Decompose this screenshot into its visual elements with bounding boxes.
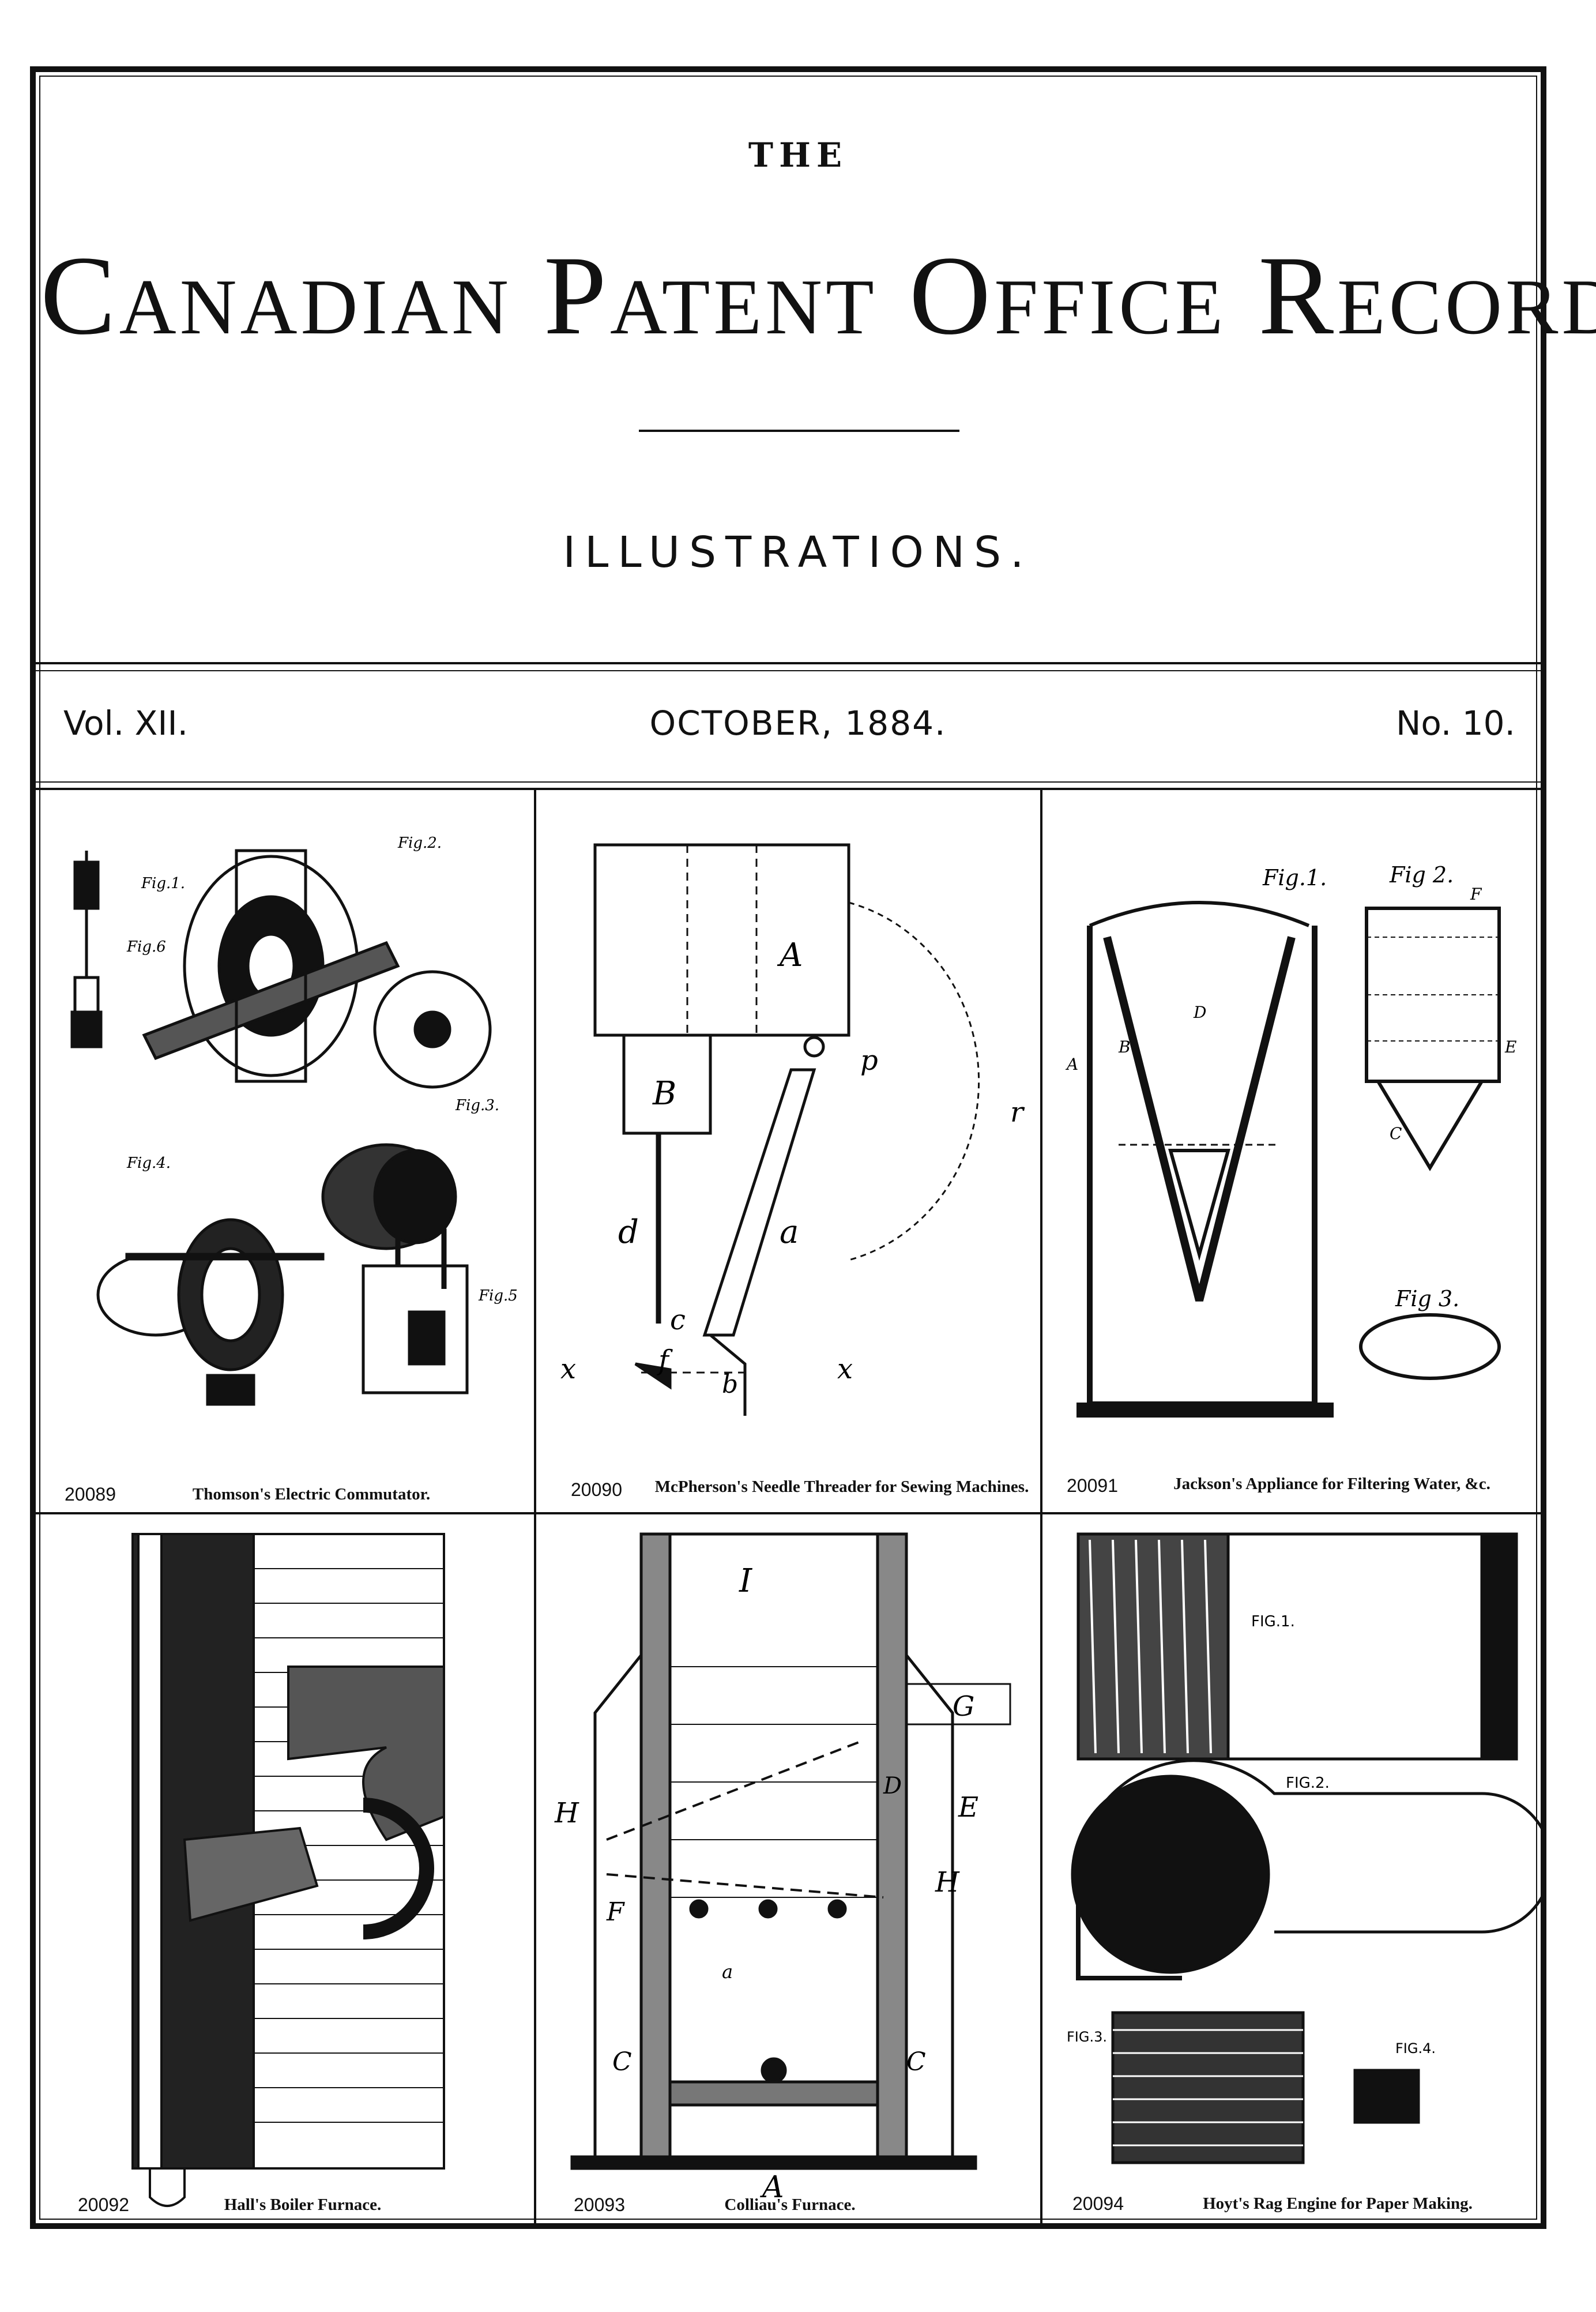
patent-number: 20092 — [78, 2194, 129, 2215]
fig-label: FIG.4. — [1395, 2040, 1436, 2057]
fig-label: G — [953, 1690, 974, 1723]
fig-label: B — [652, 1075, 676, 1112]
panel-20092 — [40, 1517, 530, 2220]
patent-number: 20089 — [65, 1484, 116, 1505]
panel-20091: Fig.1. Fig 2. Fig 3. A B D E C F — [1044, 793, 1541, 1508]
section-heading: ILLUSTRATIONS. — [563, 528, 1033, 577]
patent-title: Hoyt's Rag Engine for Paper Making. — [1203, 2194, 1473, 2213]
volume-label: Vol. XII. — [63, 704, 189, 743]
fig-label: Fig.1. — [1262, 865, 1327, 890]
fig-label: a — [722, 1961, 733, 1983]
fig-label: D — [1193, 1003, 1206, 1022]
fig-label: E — [958, 1791, 978, 1824]
fig-label: Fig 2. — [1389, 862, 1454, 888]
patent-number: 20091 — [1067, 1475, 1118, 1496]
patent-number: 20090 — [571, 1479, 622, 1500]
fig-label: C — [906, 2047, 926, 2077]
fig-label: Fig.3. — [455, 1097, 499, 1114]
grid-divider-vertical-1 — [534, 790, 536, 2224]
fig-label: p — [860, 1044, 878, 1077]
fig-label: H — [554, 1797, 579, 1829]
fig-label: Fig 3. — [1395, 1286, 1459, 1311]
colliau-furnace-illustration: I G H H D E F C C A a — [554, 1532, 1011, 2205]
fig-label: A — [1065, 1055, 1078, 1074]
fig-label: Fig.1. — [141, 875, 185, 892]
header-rule-top — [36, 662, 1541, 664]
needle-threader-illustration: A B p r a d c f b x x — [560, 843, 1025, 1416]
fig-label: D — [883, 1773, 902, 1799]
issue-date: OCTOBER, 1884. — [649, 704, 947, 743]
fig-label: r — [1010, 1096, 1025, 1129]
masthead-title: Canadian Patent Office Record. — [40, 233, 1596, 358]
boiler-furnace-illustration — [131, 1533, 445, 2207]
fig-label: Fig.2. — [397, 834, 442, 852]
rag-engine-illustration: FIG.1. FIG.2. FIG.3. FIG.4. — [1067, 1532, 1541, 2164]
grid-divider-horizontal — [36, 1512, 1541, 1514]
panel-20094: FIG.1. FIG.2. FIG.3. FIG.4. — [1044, 1517, 1541, 2220]
fig-label: A — [777, 937, 803, 974]
fig-label: c — [670, 1304, 686, 1336]
patent-title: McPherson's Needle Threader for Sewing M… — [654, 1478, 1029, 1496]
fig-label: Fig.6 — [126, 938, 166, 956]
fig-label: FIG.1. — [1251, 1613, 1295, 1630]
fig-label: a — [780, 1213, 799, 1251]
fig-label: H — [935, 1866, 960, 1899]
fig-label: FIG.3. — [1067, 2029, 1107, 2045]
fig-label: F — [1470, 885, 1482, 904]
patent-title: Thomson's Electric Commutator. — [192, 1485, 431, 1503]
masthead-rule — [639, 430, 959, 432]
fig-label: B — [1118, 1037, 1131, 1057]
header-rule-top-thin — [36, 670, 1541, 671]
patent-title: Jackson's Appliance for Filtering Water,… — [1173, 1475, 1490, 1493]
fig-label: E — [1504, 1037, 1516, 1057]
header-rule-bottom-thin — [36, 781, 1541, 783]
commutator-illustration: Fig.1. Fig.2. Fig.3. Fig.4. Fig.5 Fig.6 — [70, 834, 518, 1406]
patent-number: 20094 — [1072, 2193, 1124, 2214]
water-filter-illustration: Fig.1. Fig 2. Fig 3. A B D E C F — [1065, 862, 1516, 1418]
fig-label: x — [560, 1353, 576, 1385]
grid-divider-vertical-2 — [1040, 790, 1042, 2224]
fig-label: A — [760, 2170, 784, 2205]
fig-label: d — [618, 1213, 639, 1251]
fig-label: Fig.5 — [478, 1287, 518, 1305]
fig-label: F — [606, 1897, 625, 1927]
patent-title: Hall's Boiler Furnace. — [224, 2196, 382, 2214]
panel-20093: I G H H D E F C C A a — [537, 1517, 1037, 2220]
page-border — [30, 66, 1546, 2229]
masthead-the: THE — [748, 136, 848, 175]
panel-20089: Fig.1. Fig.2. Fig.3. Fig.4. Fig.5 Fig.6 — [40, 793, 530, 1508]
issue-number: No. 10. — [1396, 704, 1515, 743]
patent-title: Colliau's Furnace. — [724, 2196, 856, 2214]
fig-label: b — [722, 1370, 738, 1399]
fig-label: I — [739, 1562, 753, 1600]
fig-label: FIG.2. — [1286, 1775, 1330, 1792]
fig-label: x — [837, 1353, 853, 1385]
fig-label: C — [612, 2047, 632, 2077]
fig-label: C — [1390, 1124, 1402, 1143]
fig-label: Fig.4. — [126, 1155, 171, 1172]
panel-20090: A B p r a d c f b x x — [537, 793, 1037, 1508]
header-rule-bottom — [36, 788, 1541, 790]
patent-number: 20093 — [574, 2194, 625, 2215]
